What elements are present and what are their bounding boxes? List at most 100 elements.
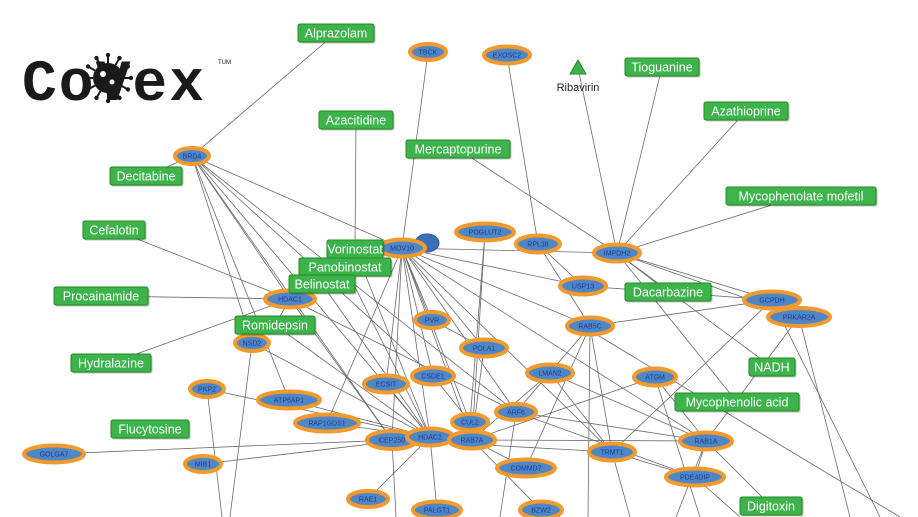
protein-node-rpl36[interactable]: RPL36 bbox=[514, 233, 562, 255]
protein-node-rab1a[interactable]: RAB1A bbox=[678, 430, 734, 452]
drug-box bbox=[725, 186, 877, 206]
drug-label: Flucytosine bbox=[118, 423, 181, 437]
protein-node-rab7a[interactable]: RAB7A bbox=[447, 429, 497, 451]
protein-node-golga7[interactable]: GOLGA7 bbox=[22, 443, 86, 465]
drug-node-ribavirin[interactable]: Ribavirin bbox=[557, 58, 600, 94]
drug-node-tioguanine[interactable]: Tioguanine bbox=[624, 57, 701, 78]
drug-node-digitoxin[interactable]: Digitoxin bbox=[739, 496, 804, 517]
drug-node-dacarbazine[interactable]: Dacarbazine bbox=[624, 282, 713, 303]
virus-icon bbox=[82, 52, 134, 104]
protein-node-polai[interactable]: POLA1 bbox=[459, 337, 509, 359]
protein-node-qcpdh[interactable]: GCPDH bbox=[742, 289, 802, 311]
protein-node-atp6ap1[interactable]: ATP6AP1 bbox=[256, 389, 322, 411]
protein-label: RAB7A bbox=[461, 438, 484, 445]
drug-node-vorinostat[interactable]: Vorinostat bbox=[326, 239, 385, 260]
protein-node-rap1gds1[interactable]: RAP1GDS1 bbox=[293, 412, 361, 434]
drug-node-hydralazine[interactable]: Hydralazine bbox=[70, 353, 153, 374]
protein-shape bbox=[565, 315, 615, 337]
protein-node-impdh2[interactable]: IMPDH2 bbox=[592, 242, 642, 264]
protein-node-bzw2[interactable]: BZW2 bbox=[518, 499, 564, 517]
protein-shape bbox=[233, 333, 271, 353]
drug-node-mycophenolate[interactable]: Mycophenolate mofetil bbox=[725, 186, 878, 207]
edge-rab5c-qcpdh bbox=[589, 299, 773, 327]
protein-label: PKP2 bbox=[198, 387, 216, 394]
drug-label: Mycophenolate mofetil bbox=[738, 190, 863, 204]
protein-node-usp13[interactable]: USP13 bbox=[558, 275, 608, 297]
drug-box bbox=[288, 274, 356, 294]
protein-node-atgm[interactable]: ATGM bbox=[632, 366, 678, 388]
logo-small-text: TUM bbox=[218, 60, 231, 66]
protein-node-ecsit[interactable]: ECSIT bbox=[362, 373, 410, 395]
protein-shape bbox=[362, 373, 410, 395]
drug-node-romidepsin[interactable]: Romidepsin bbox=[234, 315, 317, 336]
protein-node-pvr[interactable]: PVR bbox=[413, 310, 451, 330]
protein-label: GOLGA7 bbox=[40, 452, 69, 459]
protein-shape bbox=[411, 499, 463, 517]
drug-box bbox=[703, 101, 789, 121]
drug-node-panobinostat[interactable]: Panobinostat bbox=[298, 257, 393, 278]
protein-node-rae1[interactable]: RAE1 bbox=[346, 489, 390, 509]
protein-shape bbox=[410, 365, 456, 387]
protein-node-prkar2a[interactable]: PRKAR2A bbox=[766, 306, 832, 328]
edge-mov10-impdh2 bbox=[401, 247, 618, 254]
protein-node-csde1[interactable]: CSDE1 bbox=[410, 365, 456, 387]
protein-node-pkp2[interactable]: PKP2 bbox=[188, 379, 226, 399]
drug-node-cefalotin[interactable]: Cefalotin bbox=[82, 220, 147, 241]
drug-node-azacitidine[interactable]: Azacitidine bbox=[318, 110, 395, 131]
edge-mov10-rab1a bbox=[401, 247, 707, 442]
protein-label: HDAC1 bbox=[278, 297, 302, 304]
protein-node-nsd2[interactable]: NSD2 bbox=[233, 333, 271, 353]
protein-shape bbox=[494, 402, 538, 422]
protein-shape bbox=[447, 429, 497, 451]
drug-node-nadh[interactable]: NADH bbox=[748, 357, 797, 378]
edge-offscreen-3 bbox=[611, 451, 631, 517]
protein-node-mib1[interactable]: MIB1 bbox=[183, 454, 223, 474]
protein-node-arf6[interactable]: ARF6 bbox=[494, 402, 538, 422]
drug-box bbox=[674, 392, 800, 412]
drug-box bbox=[405, 139, 511, 159]
drug-box bbox=[748, 357, 796, 377]
drug-node-procainamide[interactable]: Procainamide bbox=[53, 286, 150, 307]
protein-node-exosc2[interactable]: EXOSC2 bbox=[482, 44, 532, 66]
drug-node-azathioprine[interactable]: Azathioprine bbox=[703, 101, 790, 122]
protein-node-pofut[interactable]: POGLUT2 bbox=[454, 221, 516, 243]
protein-label: POGLUT2 bbox=[469, 230, 502, 237]
drug-label: Azathioprine bbox=[711, 105, 781, 119]
edge-cefalotin-hdac1 bbox=[113, 229, 291, 300]
protein-shape bbox=[173, 146, 211, 166]
protein-shape bbox=[346, 489, 390, 509]
protein-node-brd4[interactable]: BRD4 bbox=[173, 146, 211, 166]
drug-node-mycophenolic[interactable]: Mycophenolic acid bbox=[674, 392, 801, 413]
drug-label: Hydralazine bbox=[78, 357, 144, 371]
edge-mov10-hdac2 bbox=[401, 247, 431, 438]
protein-label: PALGT1 bbox=[424, 508, 450, 515]
protein-shape bbox=[408, 42, 448, 62]
edge-mov10-rab5c bbox=[401, 247, 591, 327]
drug-box bbox=[82, 220, 146, 240]
edge-hdac2-rae1 bbox=[367, 436, 431, 500]
protein-node-mov10[interactable]: MOV10 bbox=[377, 237, 427, 259]
protein-node-galgt[interactable]: PALGT1 bbox=[411, 499, 463, 517]
protein-node-rab5c[interactable]: RAB5C bbox=[565, 315, 615, 337]
drug-label: Procainamide bbox=[63, 290, 139, 304]
protein-node-cep250[interactable]: CEP250 bbox=[365, 429, 419, 451]
protein-node-comm7[interactable]: COMMD7 bbox=[495, 457, 557, 479]
edge-impdh2-qcpdh bbox=[616, 252, 773, 301]
edge-mov10-cul2 bbox=[401, 247, 471, 423]
drug-node-decitabine[interactable]: Decitabine bbox=[109, 166, 184, 187]
protein-label: GCPDH bbox=[759, 298, 784, 305]
protein-node-lman2[interactable]: LMAN2 bbox=[525, 362, 575, 384]
protein-node-trmt1[interactable]: TRMT1 bbox=[587, 441, 637, 463]
protein-node-hdac2[interactable]: HDAC2 bbox=[405, 426, 455, 448]
protein-node-pde4dip[interactable]: PDE4DIP bbox=[664, 466, 726, 488]
protein-node-tbck[interactable]: TBCK bbox=[408, 42, 448, 62]
drug-node-belinostat[interactable]: Belinostat bbox=[288, 274, 357, 295]
drug-node-alprazolam[interactable]: Alprazolam bbox=[297, 23, 376, 44]
drug-node-mercaptopurine[interactable]: Mercaptopurine bbox=[405, 139, 512, 160]
protein-node-cul2[interactable]: CUL2 bbox=[450, 412, 490, 432]
edge-brd4-atp6ap1 bbox=[191, 155, 290, 401]
drug-node-flucytosine[interactable]: Flucytosine bbox=[110, 419, 191, 440]
